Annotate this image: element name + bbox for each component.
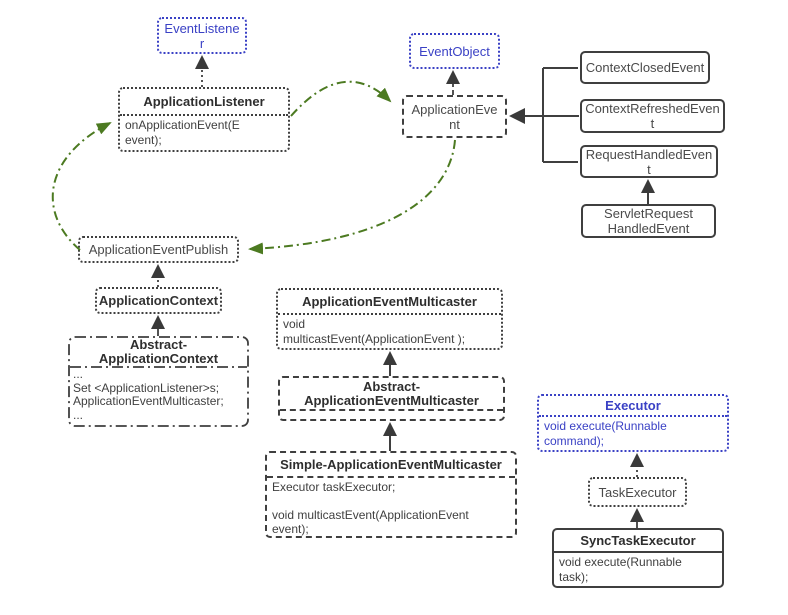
node-task-executor-title: TaskExecutor — [598, 484, 677, 500]
node-abstract-application-context-title: Abstract- ApplicationContext — [98, 337, 219, 366]
node-event-listener-title: EventListene r — [164, 20, 240, 51]
node-application-event-multicaster: ApplicationEventMulticaster void multica… — [276, 288, 503, 350]
node-event-object-title: EventObject — [419, 43, 490, 59]
arrowhead-applicationevent — [509, 108, 525, 124]
node-context-closed-event: ContextClosedEvent — [580, 51, 710, 84]
node-context-closed-event-title: ContextClosedEvent — [585, 60, 705, 75]
arrowhead-executor — [630, 453, 644, 467]
node-abstract-application-context: Abstract- ApplicationContext ... Set <Ap… — [68, 336, 249, 427]
node-application-event-publisher-title: ApplicationEventPublish — [88, 242, 229, 257]
arrowhead-abstractaem — [383, 422, 397, 436]
node-context-refreshed-event-title: ContextRefreshedEven t — [585, 101, 720, 131]
node-servlet-request-handled-event-title: ServletRequest HandledEvent — [604, 206, 693, 236]
node-application-listener-body: onApplicationEvent(E event); — [120, 114, 288, 150]
node-application-context: ApplicationContext — [95, 287, 222, 314]
node-application-event-title: ApplicationEve nt — [411, 101, 498, 132]
node-abstract-application-event-multicaster-title: Abstract- ApplicationEventMulticaster — [304, 379, 479, 408]
node-event-listener: EventListene r — [157, 17, 247, 54]
node-context-refreshed-event: ContextRefreshedEven t — [580, 99, 725, 133]
arrowhead-eventobject — [446, 70, 460, 84]
node-servlet-request-handled-event: ServletRequest HandledEvent — [581, 204, 716, 238]
arrowhead-eventlistener — [195, 55, 209, 69]
node-application-context-title: ApplicationContext — [98, 293, 219, 308]
node-request-handled-event-title: RequestHandledEven t — [585, 146, 713, 177]
node-application-listener: ApplicationListener onApplicationEvent(E… — [118, 87, 290, 152]
arrowhead-applicationcontext — [151, 315, 165, 329]
node-abstract-application-event-multicaster-body — [280, 409, 503, 423]
node-sync-task-executor-body: void execute(Runnable task); — [554, 551, 722, 587]
edge-publisher-to-listener — [51, 122, 112, 251]
node-simple-application-event-multicaster-body: Executor taskExecutor; void multicastEve… — [267, 476, 515, 538]
node-application-listener-title: ApplicationListener — [143, 94, 265, 109]
node-executor-body: void execute(Runnable command); — [539, 415, 727, 451]
node-request-handled-event: RequestHandledEven t — [580, 145, 718, 178]
node-simple-application-event-multicaster: Simple-ApplicationEventMulticaster Execu… — [265, 451, 517, 538]
edge-event-subclasses-tree — [524, 67, 579, 163]
node-simple-application-event-multicaster-title: Simple-ApplicationEventMulticaster — [280, 457, 502, 472]
node-executor: Executor void execute(Runnable command); — [537, 394, 729, 452]
node-executor-title: Executor — [605, 398, 661, 413]
node-event-object: EventObject — [409, 33, 500, 69]
node-application-event-publisher: ApplicationEventPublish — [78, 236, 239, 263]
node-application-event-multicaster-body: void multicastEvent(ApplicationEvent ); — [278, 313, 501, 349]
arrowhead-taskexecutor — [630, 508, 644, 522]
edge-listener-to-applicationevent — [290, 80, 392, 117]
arrowhead-requesthandledevent — [641, 179, 655, 193]
arrowhead-aem — [383, 351, 397, 365]
node-task-executor: TaskExecutor — [588, 477, 687, 507]
arrowhead-publisher — [151, 264, 165, 278]
node-sync-task-executor-title: SyncTaskExecutor — [580, 533, 696, 548]
edge-applicationevent-to-publisher — [248, 139, 456, 255]
node-application-event: ApplicationEve nt — [402, 95, 507, 138]
node-abstract-application-context-body: ... Set <ApplicationListener>s; Applicat… — [73, 367, 224, 422]
node-application-event-multicaster-title: ApplicationEventMulticaster — [302, 294, 477, 309]
node-sync-task-executor: SyncTaskExecutor void execute(Runnable t… — [552, 528, 724, 588]
node-abstract-application-event-multicaster: Abstract- ApplicationEventMulticaster — [278, 376, 505, 421]
